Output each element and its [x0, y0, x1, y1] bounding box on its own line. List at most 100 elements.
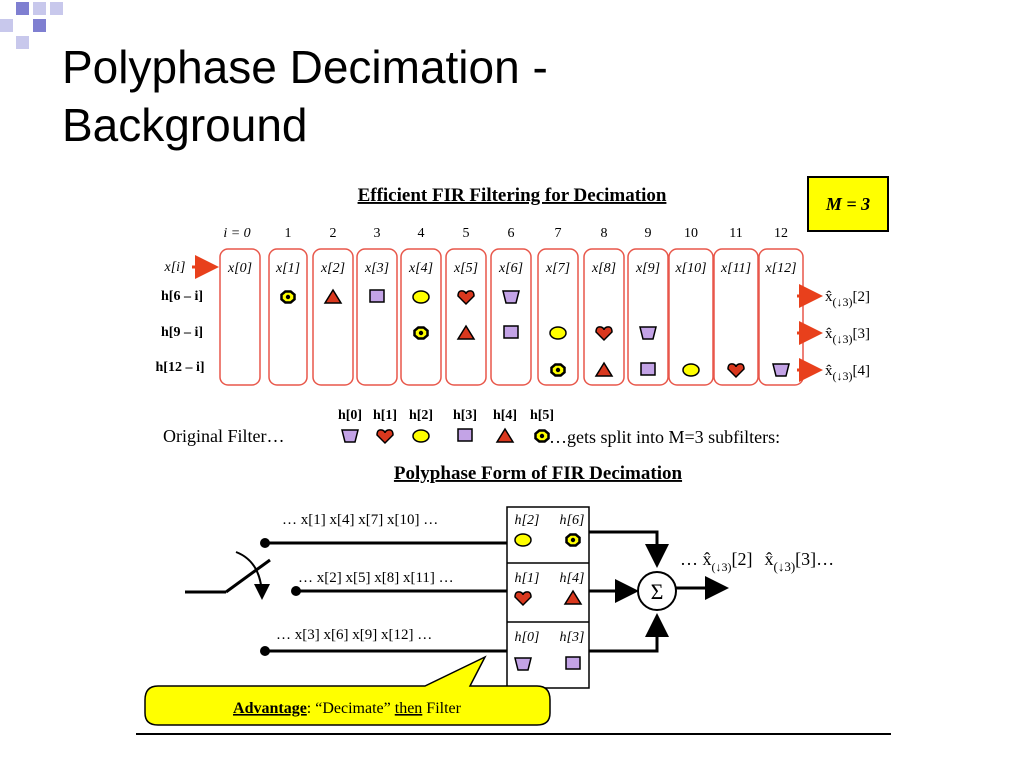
- heart-legend-marker: [376, 429, 394, 445]
- branch-2-samples: … x[2] x[5] x[8] x[11] …: [298, 570, 454, 586]
- coef-label: h[3]: [560, 630, 585, 645]
- output-index: [3]…: [795, 549, 834, 569]
- m-label: M = 3: [825, 194, 870, 214]
- heart-marker: [457, 290, 475, 306]
- octagon-center: [418, 330, 424, 336]
- sample-columns: x[0]x[1]x[2]x[3]x[4]x[5]x[6]x[7]x[8]x[9]…: [219, 248, 804, 386]
- sample-column: [400, 248, 442, 386]
- index-tick: 6: [508, 226, 515, 241]
- output-sub: (↓3): [833, 332, 853, 346]
- callout-under: then: [395, 700, 423, 717]
- circle-marker: [682, 363, 700, 377]
- polyphase-coefficient-block: h[2] h[6] h[1] h[4] h[0] h[3]: [506, 506, 590, 689]
- output-index: [2]: [853, 289, 871, 305]
- sample-label: x[2]: [320, 261, 345, 276]
- output-sub: (↓3): [712, 560, 732, 574]
- octagon-legend-marker: [534, 429, 550, 443]
- sample-column: [490, 248, 532, 386]
- circle-marker: [549, 326, 567, 340]
- index-tick: 11: [729, 226, 742, 241]
- sample-label: x[0]: [227, 261, 252, 276]
- sample-label: x[3]: [364, 261, 389, 276]
- sample-column: [445, 248, 487, 386]
- row-outputs: x̂(↓3)[2] x̂(↓3)[3] x̂(↓3)[4]: [797, 284, 871, 383]
- output-sub: (↓3): [833, 295, 853, 309]
- output-sub: (↓3): [833, 369, 853, 383]
- coef-legend-label: h[1]: [373, 408, 397, 423]
- polyphase-output: … x̂(↓3)[2]x̂(↓3)[3]…: [680, 549, 834, 574]
- sample-label: x[12]: [764, 261, 796, 276]
- split-text: …gets split into M=3 subfilters:: [549, 427, 780, 447]
- sample-column: [627, 248, 669, 386]
- corner-square: [33, 2, 46, 15]
- sample-column: [312, 248, 354, 386]
- square-marker: [503, 325, 519, 339]
- octagon-center: [555, 367, 561, 373]
- triangle-marker: [563, 589, 583, 605]
- trapezoid-marker: [502, 290, 520, 304]
- octagon-center: [539, 433, 545, 439]
- coef-label: h[6]: [560, 513, 585, 528]
- heart-marker: [514, 591, 532, 607]
- sample-column: [356, 248, 398, 386]
- coef-legend-label: h[4]: [493, 408, 517, 423]
- output-symbol: x̂: [825, 289, 833, 305]
- sample-column: [758, 248, 804, 386]
- output-symbol: … x̂: [680, 549, 712, 569]
- corner-square: [33, 19, 46, 32]
- slide-title: Polyphase Decimation - Background: [62, 41, 548, 151]
- row-label-3: h[12 – i]: [156, 360, 205, 375]
- index-label: i = 0: [223, 226, 250, 241]
- coef-legend-label: h[2]: [409, 408, 433, 423]
- coefficient-grid: [280, 288, 790, 379]
- output-label-2: x̂(↓3)[3]: [825, 326, 870, 346]
- callout-bold: Advantage: [233, 700, 307, 717]
- input-label: x[i]: [164, 260, 186, 275]
- triangle-marker: [594, 361, 614, 377]
- octagon-center: [285, 294, 291, 300]
- sample-label: x[7]: [545, 261, 570, 276]
- coef-legend-label: h[0]: [338, 408, 362, 423]
- square-marker: [565, 656, 581, 670]
- sample-column: [583, 248, 625, 386]
- output-index: [4]: [853, 363, 871, 379]
- corner-square: [0, 19, 13, 32]
- output-symbol: x̂: [765, 549, 774, 569]
- row-label-2: h[9 – i]: [161, 325, 203, 340]
- switch-arm: [225, 558, 271, 594]
- output-index: [3]: [853, 326, 871, 342]
- output-label-1: x̂(↓3)[2]: [825, 289, 870, 309]
- index-tick: 7: [555, 226, 562, 241]
- advantage-callout: Advantage: “Decimate” then Filter: [144, 655, 551, 726]
- top-heading: Efficient FIR Filtering for Decimation: [358, 185, 667, 206]
- branch-lines: [260, 538, 507, 656]
- index-tick: 5: [463, 226, 470, 241]
- sample-label: x[4]: [408, 261, 433, 276]
- coef-label: h[2]: [515, 513, 540, 528]
- coef-label: h[0]: [515, 630, 540, 645]
- square-legend-marker: [457, 428, 473, 442]
- sample-label: x[5]: [453, 261, 478, 276]
- row-label-1: h[6 – i]: [161, 289, 203, 304]
- commutator-switch: [185, 551, 271, 600]
- sample-column: [668, 248, 714, 386]
- index-tick: 3: [374, 226, 381, 241]
- sample-label: x[8]: [591, 261, 616, 276]
- summer-circle: [637, 571, 677, 611]
- sample-column: [713, 248, 759, 386]
- sample-label: x[6]: [498, 261, 523, 276]
- sample-column: [219, 248, 261, 386]
- sample-column: [537, 248, 579, 386]
- heart-marker: [595, 326, 613, 342]
- callout-end: Filter: [422, 700, 461, 717]
- coef-legend-label: h[5]: [530, 408, 554, 423]
- bottom-heading: Polyphase Form of FIR Decimation: [394, 463, 683, 484]
- octagon-marker: [565, 533, 581, 547]
- sample-label: x[10]: [674, 261, 706, 276]
- coef-label: h[4]: [560, 571, 585, 586]
- corner-square: [50, 2, 63, 15]
- output-sub: (↓3): [774, 559, 796, 574]
- trapezoid-marker: [514, 657, 532, 671]
